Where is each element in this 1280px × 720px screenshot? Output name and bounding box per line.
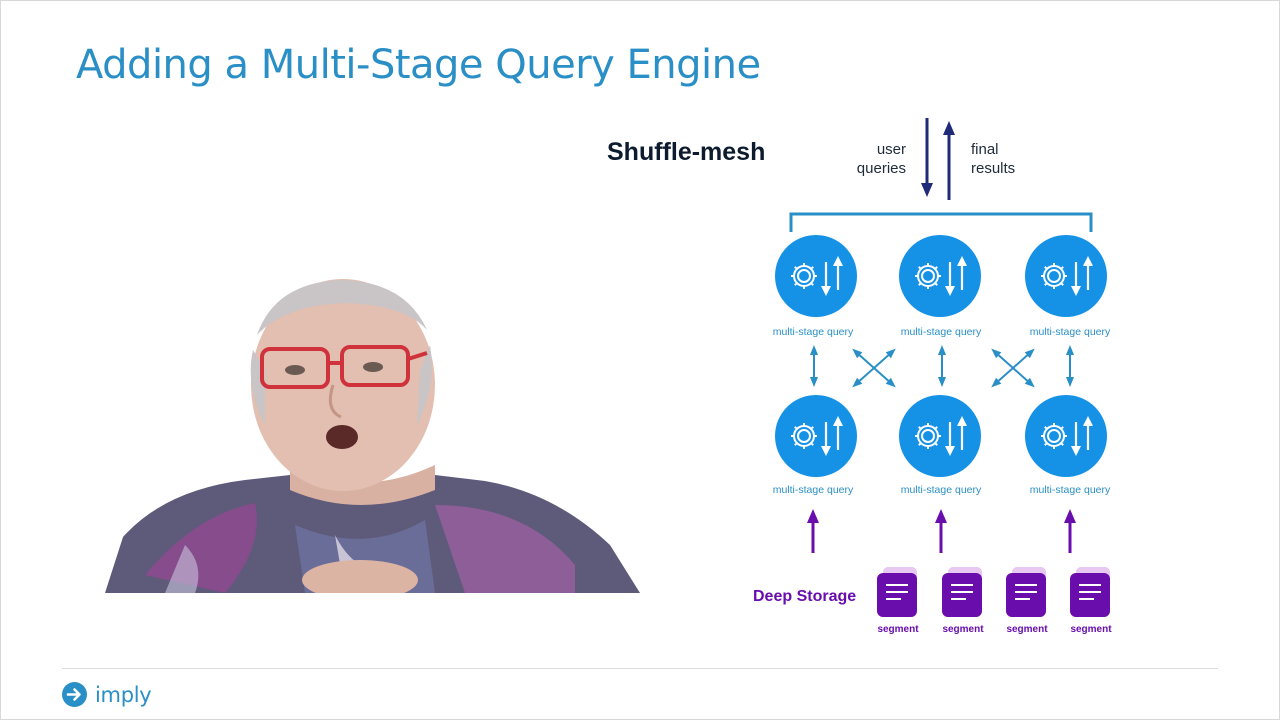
segment-icon (941, 566, 983, 618)
segment-icon (1005, 566, 1047, 618)
node-label: multi-stage query (901, 326, 982, 338)
query-node-bottom-right (1023, 393, 1109, 479)
node-label: multi-stage query (773, 484, 854, 496)
segment-icon (876, 566, 918, 618)
presenter-video (105, 279, 640, 593)
node-label: multi-stage query (1030, 484, 1111, 496)
query-node-bottom-center (897, 393, 983, 479)
arrow-circle-icon (62, 682, 87, 707)
query-node-bottom-left (773, 393, 859, 479)
slide-title: Adding a Multi-Stage Query Engine (76, 42, 761, 88)
mesh-arrow-diagonal (852, 348, 896, 388)
query-node-top-right (1023, 233, 1109, 319)
mesh-arrow-diagonal (991, 348, 1035, 388)
segment-label: segment (1070, 624, 1112, 635)
user-queries-label-line1: user (877, 141, 906, 158)
query-node-top-center (897, 233, 983, 319)
node-label: multi-stage query (901, 484, 982, 496)
segment-label: segment (1006, 624, 1048, 635)
query-node-top-left (773, 233, 859, 319)
imply-logo: imply (62, 682, 152, 707)
user-queries-label-line2: queries (857, 160, 906, 177)
deep-storage-label: Deep Storage (753, 588, 856, 605)
node-label: multi-stage query (1030, 326, 1111, 338)
segment-label: segment (942, 624, 984, 635)
diagram-heading: Shuffle-mesh (607, 138, 765, 166)
top-bracket (789, 212, 1093, 232)
segment-label: segment (877, 624, 919, 635)
logo-text: imply (95, 682, 152, 707)
node-label: multi-stage query (773, 326, 854, 338)
footer-divider (62, 668, 1218, 669)
final-results-label-line2: results (971, 160, 1015, 177)
segment-icon (1069, 566, 1111, 618)
final-results-label-line1: final (971, 141, 999, 158)
